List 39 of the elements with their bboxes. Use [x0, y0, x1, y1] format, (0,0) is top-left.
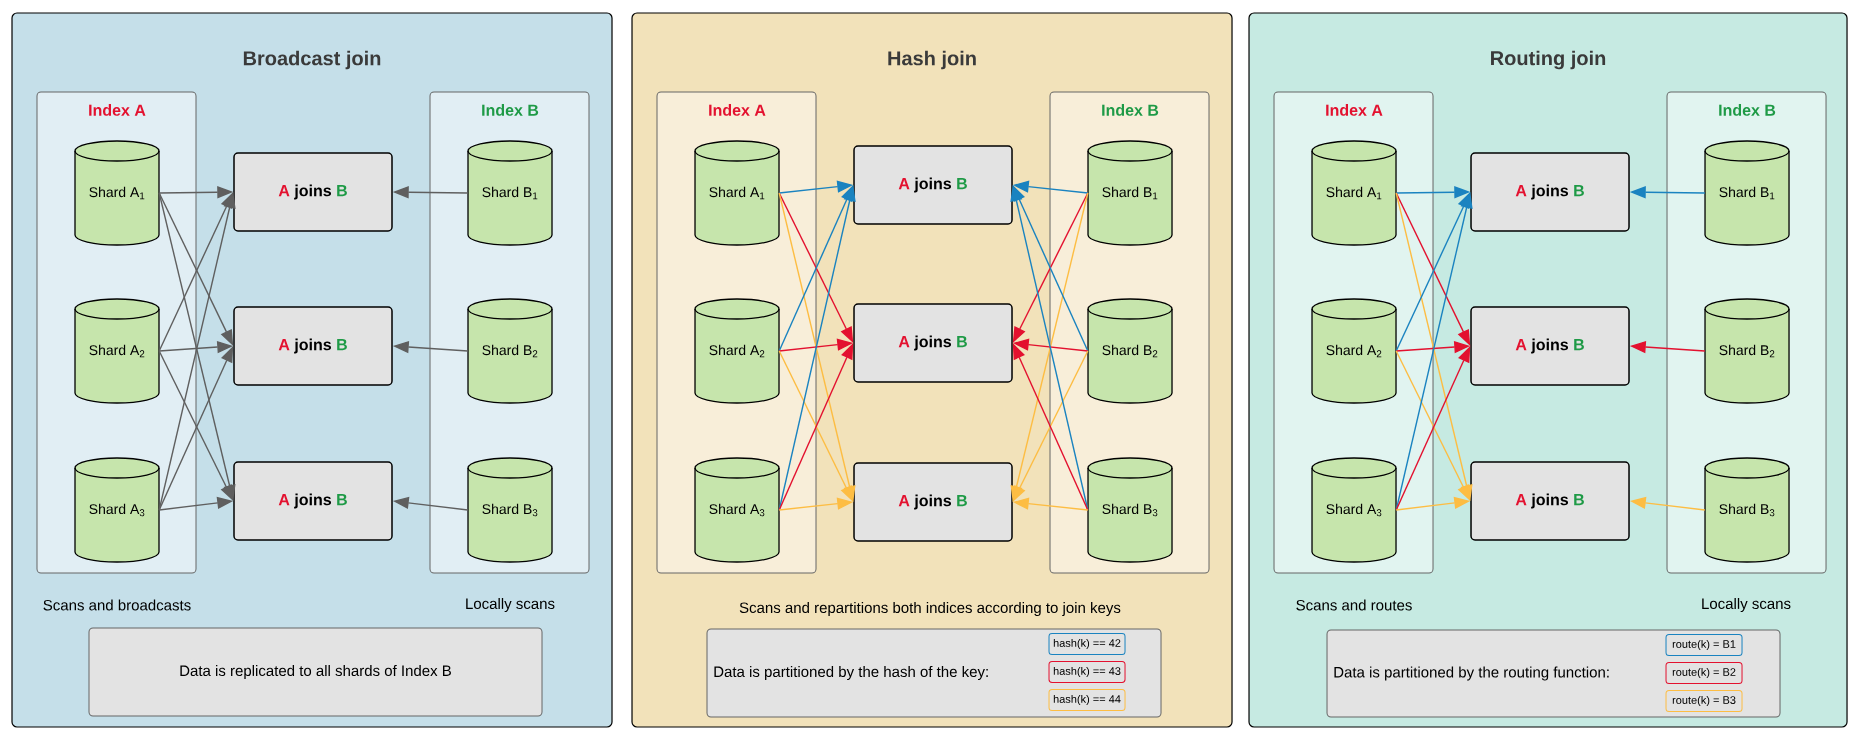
database-cylinder: Shard B$_{3}$ [1704, 457, 1790, 563]
database-cylinder: Shard A$_{1}$ [1311, 140, 1397, 246]
caption-text: Locally scans [466, 598, 555, 612]
legend-key: route(k) = B1 [1665, 634, 1743, 656]
database-cylinder: Shard A$_{1}$ [694, 140, 780, 246]
legend-key: route(k) = B3 [1665, 690, 1743, 712]
legend-key: hash(k) == 44 [1048, 689, 1126, 711]
caption-text: Scans and routes [1296, 599, 1412, 611]
legend-key: route(k) = B2 [1665, 662, 1743, 684]
join-box: A joins B [1470, 152, 1630, 232]
caption-text: Scans and broadcasts [43, 599, 191, 611]
database-cylinder: Shard B$_{3}$ [467, 457, 553, 563]
database-cylinder: Shard A$_{3}$ [74, 457, 160, 563]
legend-key: hash(k) == 42 [1048, 633, 1126, 655]
database-cylinder: Shard A$_{2}$ [1311, 298, 1397, 404]
join-box: A joins B [233, 152, 393, 232]
legend-key: hash(k) == 43 [1048, 661, 1126, 683]
caption-text: Locally scans [1702, 598, 1791, 612]
database-cylinder: Shard B$_{2}$ [1704, 298, 1790, 404]
database-cylinder: Shard A$_{2}$ [74, 298, 160, 404]
database-cylinder: Shard B$_{1}$ [1704, 140, 1790, 246]
database-cylinder: Shard B$_{2}$ [467, 298, 553, 404]
database-cylinder: Shard A$_{2}$ [694, 298, 780, 404]
database-cylinder: Shard A$_{1}$ [74, 140, 160, 246]
join-box: A joins B [853, 303, 1013, 383]
caption-text: Scans and repartitions both indices according to join keys [739, 602, 1121, 616]
database-cylinder: Shard B$_{1}$ [467, 140, 553, 246]
note-box: Data is replicated to all shards of Index B [88, 627, 543, 717]
database-cylinder: Shard A$_{3}$ [1311, 457, 1397, 563]
database-cylinder: Shard A$_{3}$ [694, 457, 780, 563]
database-cylinder: Shard B$_{1}$ [1087, 140, 1173, 246]
join-box: A joins B [1470, 306, 1630, 386]
join-box: A joins B [853, 145, 1013, 225]
database-cylinder: Shard B$_{2}$ [1087, 298, 1173, 404]
join-box: A joins B [233, 306, 393, 386]
join-box: A joins B [853, 462, 1013, 542]
join-box: A joins B [233, 461, 393, 541]
join-box: A joins B [1470, 461, 1630, 541]
database-cylinder: Shard B$_{3}$ [1087, 457, 1173, 563]
